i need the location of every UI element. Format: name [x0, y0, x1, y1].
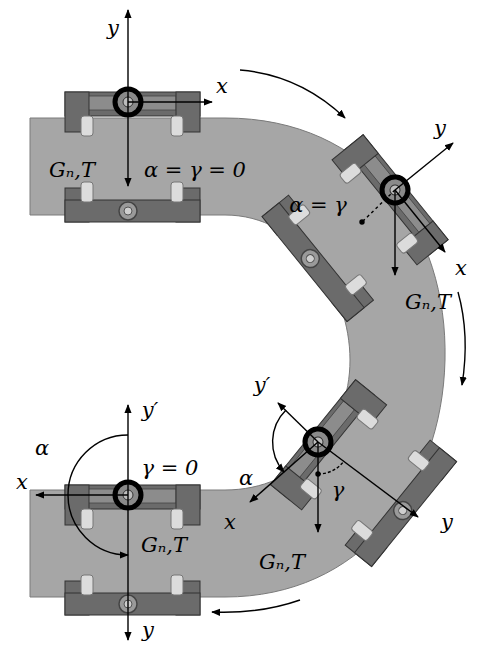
axis-label: y — [434, 118, 446, 139]
axis-label: x — [455, 258, 467, 279]
axis-label: Gₙ,T — [259, 552, 305, 573]
axis-label: Gₙ,T — [405, 292, 451, 313]
axis-label: x — [216, 76, 228, 97]
axis-label: y — [107, 18, 119, 39]
axis-label: γ = 0 — [142, 458, 199, 479]
axis-label: γ — [332, 480, 345, 501]
axis-label: Gₙ,T — [141, 535, 187, 556]
axis-label: Gₙ,T — [49, 160, 95, 181]
axis-label: α — [239, 468, 253, 489]
axis-label: y′ — [142, 400, 159, 421]
axis-label: y — [441, 512, 453, 533]
axis-label: x — [224, 512, 236, 533]
axis-label: x — [16, 472, 28, 493]
axis-label: y — [142, 620, 154, 641]
axis-label: α = γ — [289, 195, 347, 216]
axis-label: α — [35, 438, 49, 459]
axis-label: α = γ = 0 — [144, 160, 246, 181]
axis-label: y′ — [254, 375, 271, 396]
